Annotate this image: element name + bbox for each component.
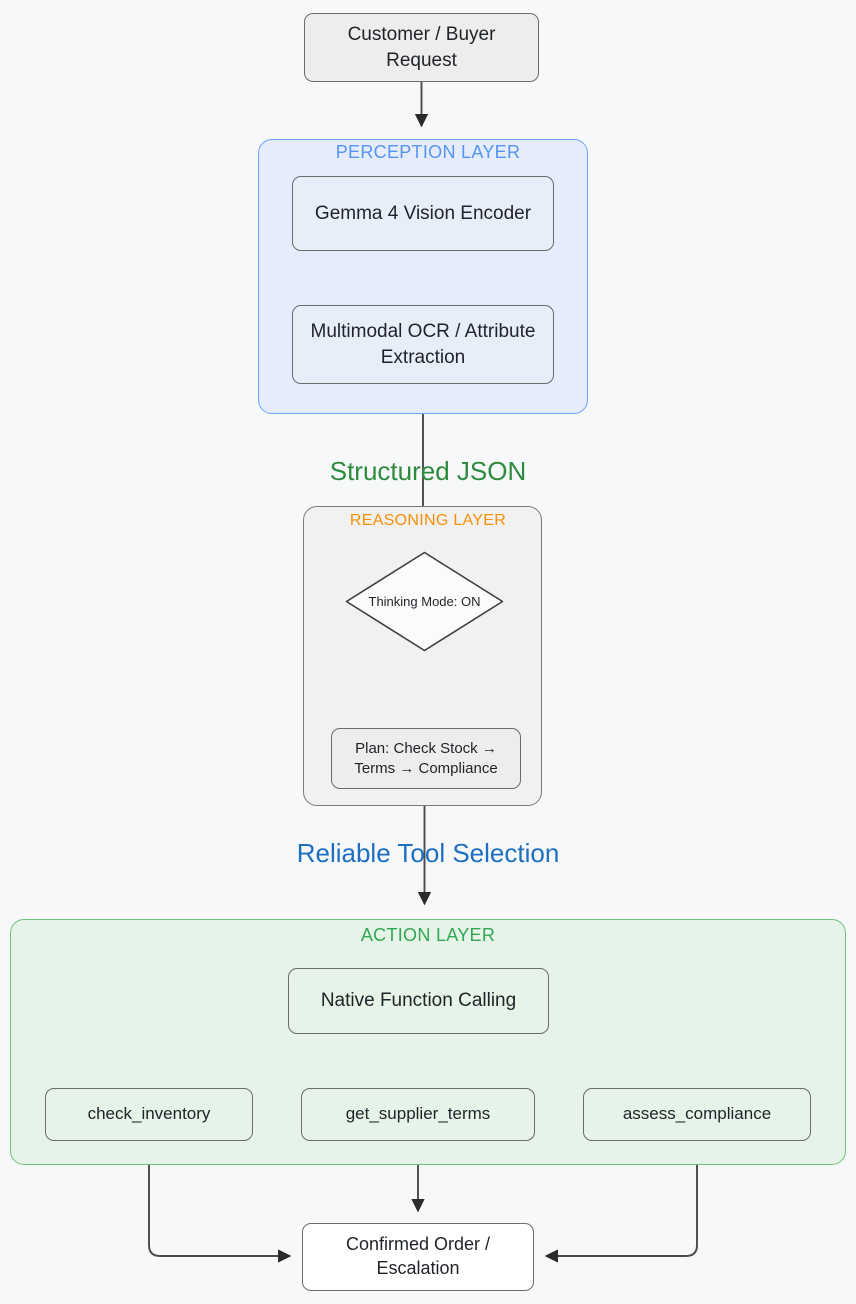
edge-label-structured-json: Structured JSON bbox=[329, 456, 527, 486]
cluster-label-reasoning: REASONING LAYER bbox=[349, 512, 507, 529]
node-gemma-vision-encoder[interactable]: Gemma 4 Vision Encoder bbox=[292, 176, 554, 251]
cluster-label-perception: PERCEPTION LAYER bbox=[335, 142, 521, 162]
node-multimodal-ocr-attribute-extraction[interactable]: Multimodal OCR / Attribute Extraction bbox=[292, 305, 554, 384]
diamond-shape bbox=[345, 551, 504, 652]
node-native-function-calling[interactable]: Native Function Calling bbox=[288, 968, 549, 1034]
node-check-inventory[interactable]: check_inventory bbox=[45, 1088, 253, 1141]
node-thinking-mode-label: Thinking Mode: ON bbox=[368, 593, 481, 609]
node-confirmed-order-escalation[interactable]: Confirmed Order / Escalation bbox=[302, 1223, 534, 1291]
node-plan-sequence[interactable]: Plan: Check Stock → Terms → Compliance bbox=[331, 728, 521, 789]
node-customer-buyer-request[interactable]: Customer / Buyer Request bbox=[304, 13, 539, 82]
node-thinking-mode-decision[interactable]: Thinking Mode: ON bbox=[345, 551, 504, 652]
edge-label-reliable-tool-selection: Reliable Tool Selection bbox=[296, 838, 560, 868]
cluster-label-action: ACTION LAYER bbox=[360, 925, 496, 945]
node-get-supplier-terms[interactable]: get_supplier_terms bbox=[301, 1088, 535, 1141]
node-assess-compliance[interactable]: assess_compliance bbox=[583, 1088, 811, 1141]
